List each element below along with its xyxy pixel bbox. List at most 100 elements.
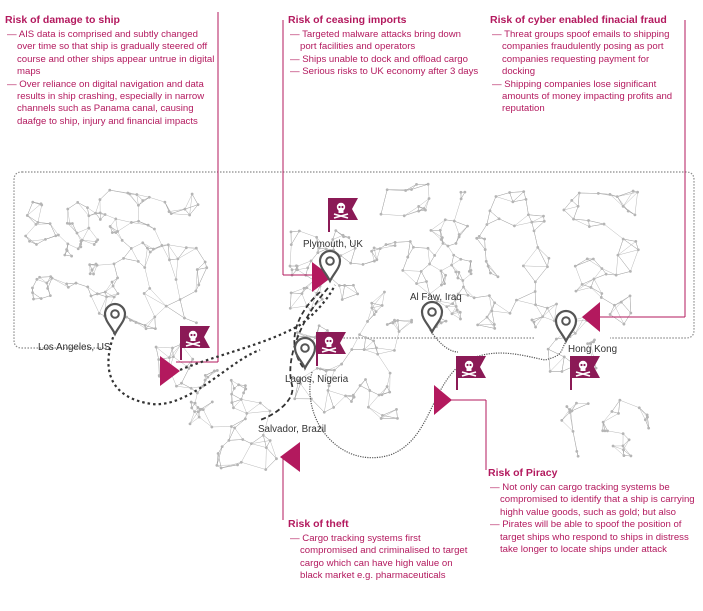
network-link <box>477 324 495 329</box>
network-node <box>143 323 147 327</box>
network-link <box>269 440 277 459</box>
network-node <box>619 300 623 304</box>
network-link <box>368 394 380 408</box>
risk-item: Targeted malware attacks bring down port… <box>288 29 480 54</box>
network-link <box>294 380 299 399</box>
network-link <box>423 198 430 209</box>
network-node <box>466 293 470 297</box>
network-node <box>351 393 355 397</box>
network-link <box>353 385 361 396</box>
network-link <box>169 347 173 358</box>
network-link <box>265 458 277 470</box>
network-link <box>135 322 147 329</box>
network-node <box>472 296 476 300</box>
network-node <box>372 259 376 263</box>
network-node <box>219 466 223 470</box>
network-node <box>76 201 80 204</box>
network-node <box>295 268 298 271</box>
network-node <box>444 273 447 277</box>
network-link <box>105 281 113 293</box>
network-link <box>420 271 427 282</box>
network-node <box>268 439 272 442</box>
network-link <box>458 272 464 281</box>
network-link <box>364 349 378 355</box>
network-node <box>419 269 423 273</box>
network-node <box>295 264 298 268</box>
network-node <box>178 298 182 301</box>
network-link <box>231 418 246 427</box>
network-link <box>381 409 397 419</box>
network-link <box>39 276 51 278</box>
network-link <box>121 240 132 249</box>
network-link <box>614 305 625 325</box>
network-link <box>622 433 630 440</box>
network-node <box>143 266 147 269</box>
risk-item: Pirates will be able to spoof the positi… <box>488 519 698 556</box>
network-link <box>451 264 459 273</box>
network-link <box>334 363 342 371</box>
network-node <box>457 235 461 239</box>
network-node <box>206 375 210 379</box>
network-node <box>110 280 114 284</box>
network-link <box>37 204 42 223</box>
network-link <box>509 192 514 202</box>
network-node <box>393 240 397 244</box>
network-link <box>405 184 417 191</box>
network-link <box>109 218 116 227</box>
network-link <box>363 340 374 350</box>
network-link <box>577 192 580 207</box>
network-link <box>582 284 592 288</box>
location-pins <box>103 249 578 371</box>
network-link <box>590 287 602 298</box>
network-node <box>628 270 632 273</box>
network-link <box>112 285 119 294</box>
network-link <box>617 238 624 256</box>
network-node <box>626 209 630 213</box>
network-link <box>523 265 536 283</box>
network-node <box>154 327 157 330</box>
network-link <box>169 259 177 280</box>
network-node <box>34 222 38 226</box>
network-node <box>134 321 138 324</box>
network-node <box>458 310 462 314</box>
network-link <box>416 283 430 295</box>
network-node <box>241 438 245 441</box>
network-link <box>397 320 400 332</box>
network-link <box>242 439 252 444</box>
risk-theft: Risk of theft Cargo tracking systems fir… <box>288 518 470 583</box>
network-link <box>166 299 181 307</box>
network-node <box>440 283 443 287</box>
network-node <box>188 213 192 217</box>
network-node <box>90 268 94 272</box>
network-link <box>593 273 607 280</box>
network-node <box>196 410 200 414</box>
network-link <box>324 390 329 413</box>
network-node <box>168 258 171 262</box>
network-link <box>645 419 649 429</box>
network-link <box>175 258 179 280</box>
risk-title: Risk of theft <box>288 518 349 530</box>
network-link <box>561 420 574 432</box>
network-node <box>592 277 596 281</box>
network-node <box>541 315 545 319</box>
network-node <box>48 294 52 298</box>
risk-title: Risk of Piracy <box>488 467 558 479</box>
network-node <box>148 286 152 290</box>
network-node <box>366 320 369 323</box>
network-link <box>169 258 178 261</box>
network-node <box>334 229 338 233</box>
network-link <box>251 443 267 448</box>
risk-ceasing-imports: Risk of ceasing imports Targeted malware… <box>288 14 480 79</box>
network-node <box>384 243 388 246</box>
network-link <box>32 292 42 299</box>
network-link <box>477 316 488 326</box>
network-link <box>171 213 190 216</box>
network-link <box>617 249 639 256</box>
network-link <box>381 291 385 306</box>
network-link <box>171 208 185 214</box>
network-link <box>615 255 619 276</box>
network-link <box>189 204 199 216</box>
network-link <box>173 344 182 357</box>
network-node <box>242 391 246 395</box>
network-link <box>189 411 195 424</box>
